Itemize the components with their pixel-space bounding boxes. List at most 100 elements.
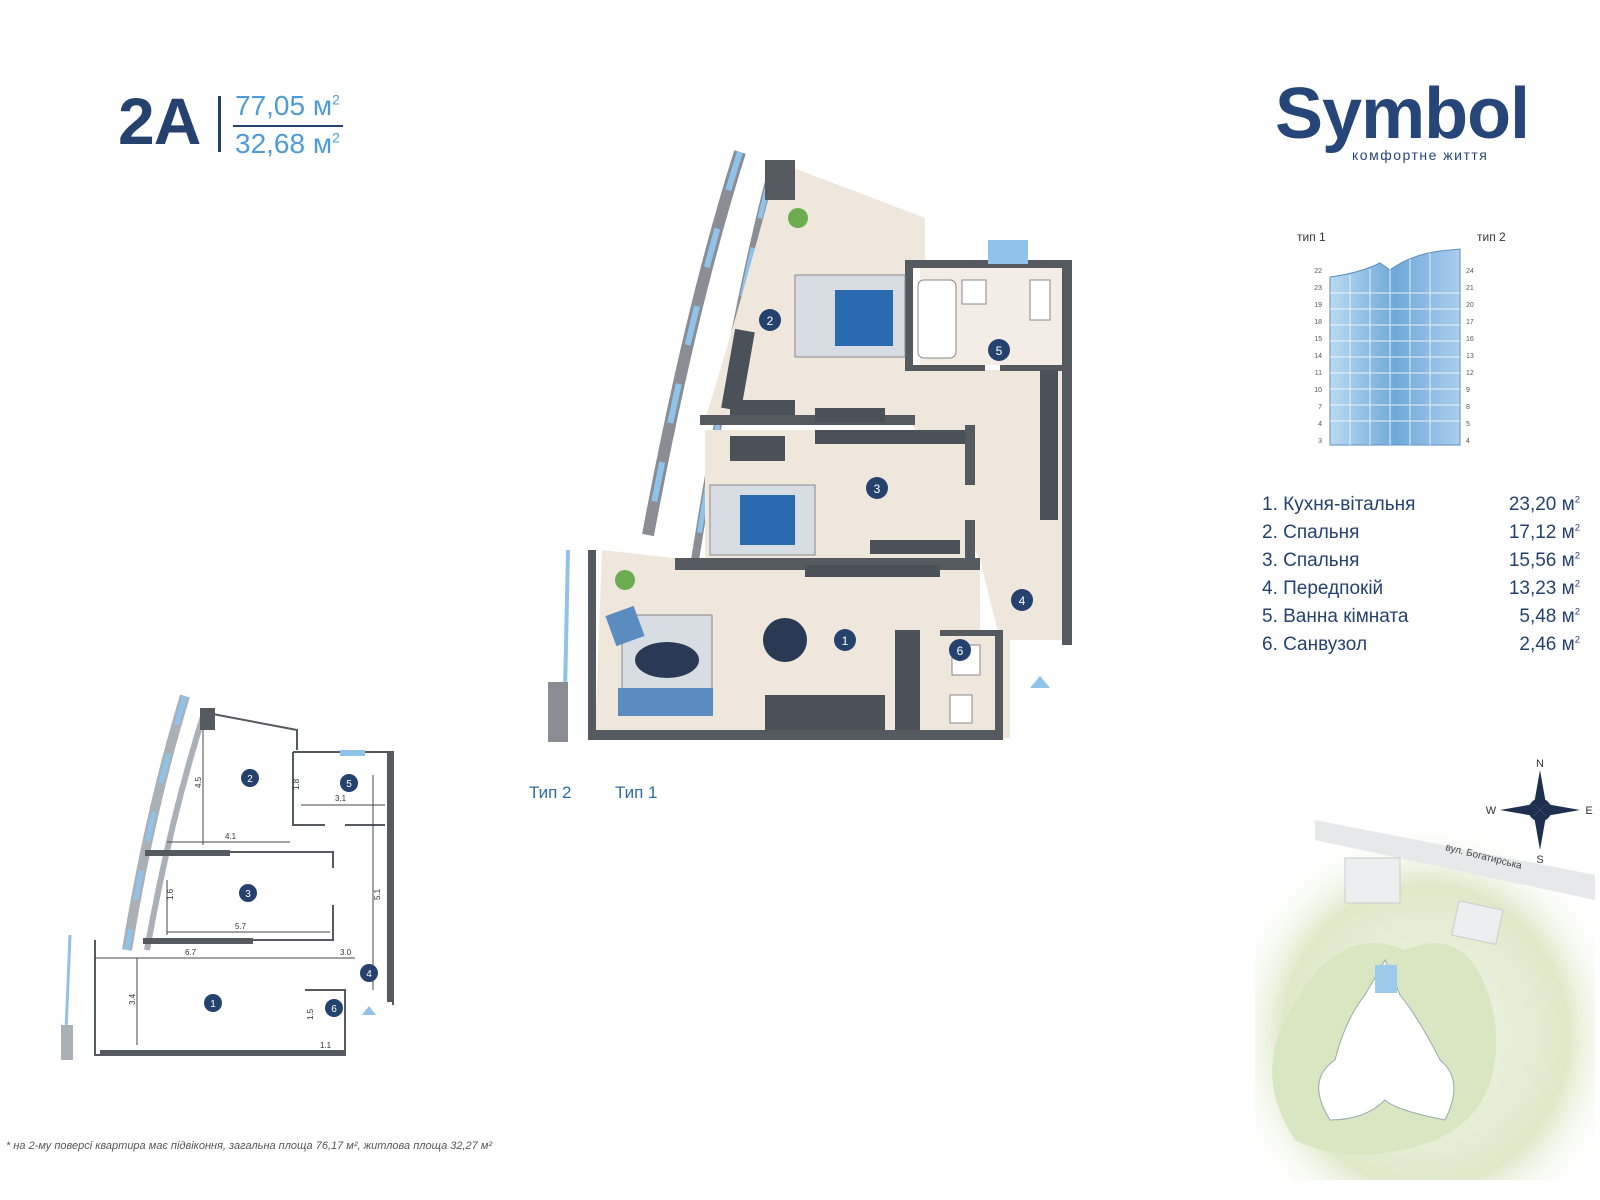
floor-number: 7 [1318, 404, 1322, 411]
room-area-value: 5,48 м [1519, 606, 1575, 627]
floor-number: 10 [1314, 387, 1322, 394]
room-area-value: 23,20 м [1508, 494, 1575, 515]
small-room-marker-2: 2 [241, 769, 259, 787]
dim-label: 4.1 [225, 832, 237, 841]
wardrobe [815, 430, 965, 444]
room-area-value: 13,23 м [1508, 578, 1575, 599]
sofa [721, 328, 755, 412]
bathtub [917, 279, 957, 359]
small-room-markers: 1 2 3 4 5 6 [204, 769, 378, 1017]
floor-number: 4 [1466, 438, 1470, 445]
living-area: 32,68 м2 [235, 130, 340, 158]
kitchen-tall-unit [895, 630, 920, 730]
floor-number: 11 [1315, 370, 1322, 377]
building-type2-label: тип 2 [1477, 230, 1506, 244]
area-divider [233, 125, 343, 127]
building-type1-label: тип 1 [1297, 230, 1326, 244]
plant-icon [615, 570, 635, 590]
svg-text:5: 5 [346, 779, 352, 790]
dim-label: 3.4 [128, 993, 137, 1005]
coffee-table [635, 642, 699, 678]
dim-label: 6.7 [185, 948, 197, 957]
room-markers: 1 2 3 4 5 6 [759, 309, 1033, 661]
room-label: 2. Спальня [1262, 522, 1360, 543]
small-facade-glass [124, 695, 188, 951]
living-area-sup: 2 [332, 129, 340, 146]
dim-label: 5.7 [235, 922, 247, 931]
dimension-lines [95, 730, 385, 1045]
room-area: 17,12 м2 [1509, 522, 1580, 550]
room-area-sup: 2 [1574, 578, 1580, 590]
floor-number: 24 [1466, 268, 1474, 275]
entrance-marker [1030, 676, 1050, 688]
svg-text:1: 1 [210, 999, 216, 1010]
apartment-code: 2A [118, 84, 201, 158]
small-room-marker-5: 5 [340, 774, 358, 792]
dim-label: 3.1 [335, 794, 347, 803]
room-label: 5. Ванна кімната [1262, 606, 1409, 627]
room-marker-1: 1 [834, 629, 856, 651]
svg-text:1: 1 [842, 634, 849, 648]
main-floor-plan: 1 2 3 4 5 6 [548, 150, 1072, 742]
floor-number: 18 [1314, 319, 1322, 326]
svg-text:4: 4 [366, 969, 372, 980]
floor-number: 16 [1466, 336, 1474, 343]
floor-number: 5 [1466, 421, 1470, 428]
svg-text:5: 5 [996, 344, 1003, 358]
floor-number: 14 [1314, 353, 1322, 360]
floor-number: 22 [1314, 268, 1322, 275]
svg-text:6: 6 [331, 1004, 337, 1015]
sink [961, 279, 987, 305]
dim-label: 1.1 [320, 1041, 332, 1050]
room-area: 15,56 м2 [1509, 550, 1580, 578]
svg-text:3: 3 [874, 482, 881, 496]
logo-wordmark: Symbol [1275, 74, 1530, 154]
room-row: 2. Спальня 17,12 м2 [1262, 522, 1580, 550]
small-facade-inner [144, 709, 208, 951]
dim-label: 1.8 [292, 778, 301, 790]
type-1-label: Тип 1 [615, 783, 658, 802]
neighbor-building [1344, 857, 1401, 904]
bed-cover [835, 290, 893, 346]
room-area-value: 2,46 м [1519, 634, 1575, 655]
small-wall [100, 1050, 345, 1056]
room-area: 13,23 м2 [1509, 578, 1580, 606]
dim-label: 1.6 [166, 888, 175, 900]
armchair [605, 605, 645, 647]
small-room-marker-3: 3 [239, 884, 257, 902]
floor-number: 20 [1466, 302, 1474, 309]
room-area-value: 15,56 м [1508, 550, 1575, 571]
floor-number: 23 [1314, 285, 1322, 292]
floor-number: 13 [1466, 353, 1474, 360]
svg-text:4: 4 [1019, 594, 1026, 608]
floor-number: 15 [1314, 336, 1322, 343]
room-area-value: 17,12 м [1508, 522, 1575, 543]
street [1315, 820, 1595, 900]
kitchen-counter [765, 695, 885, 730]
dining-table [763, 618, 807, 662]
wall-column [765, 160, 795, 200]
room-area-sup: 2 [1574, 634, 1580, 646]
compass-north: N [1536, 758, 1544, 770]
room-area-sup: 2 [1574, 550, 1580, 562]
svg-text:3: 3 [245, 889, 251, 900]
floor-number: 8 [1466, 404, 1470, 411]
floor-number: 3 [1318, 438, 1322, 445]
dimension-labels: 4.5 4.1 1.6 3.1 1.8 5.7 5.1 6.7 3.0 3.4 … [128, 776, 382, 1050]
bed-cover [740, 495, 795, 545]
dim-label: 3.0 [340, 948, 352, 957]
toilet [949, 694, 973, 724]
room-marker-3: 3 [866, 477, 888, 499]
sofa-living [618, 688, 713, 716]
svg-text:2: 2 [247, 774, 253, 785]
small-wall [145, 850, 230, 856]
type-2-label: Тип 2 [529, 783, 572, 802]
dim-label: 4.5 [194, 776, 203, 788]
small-window [340, 750, 365, 756]
